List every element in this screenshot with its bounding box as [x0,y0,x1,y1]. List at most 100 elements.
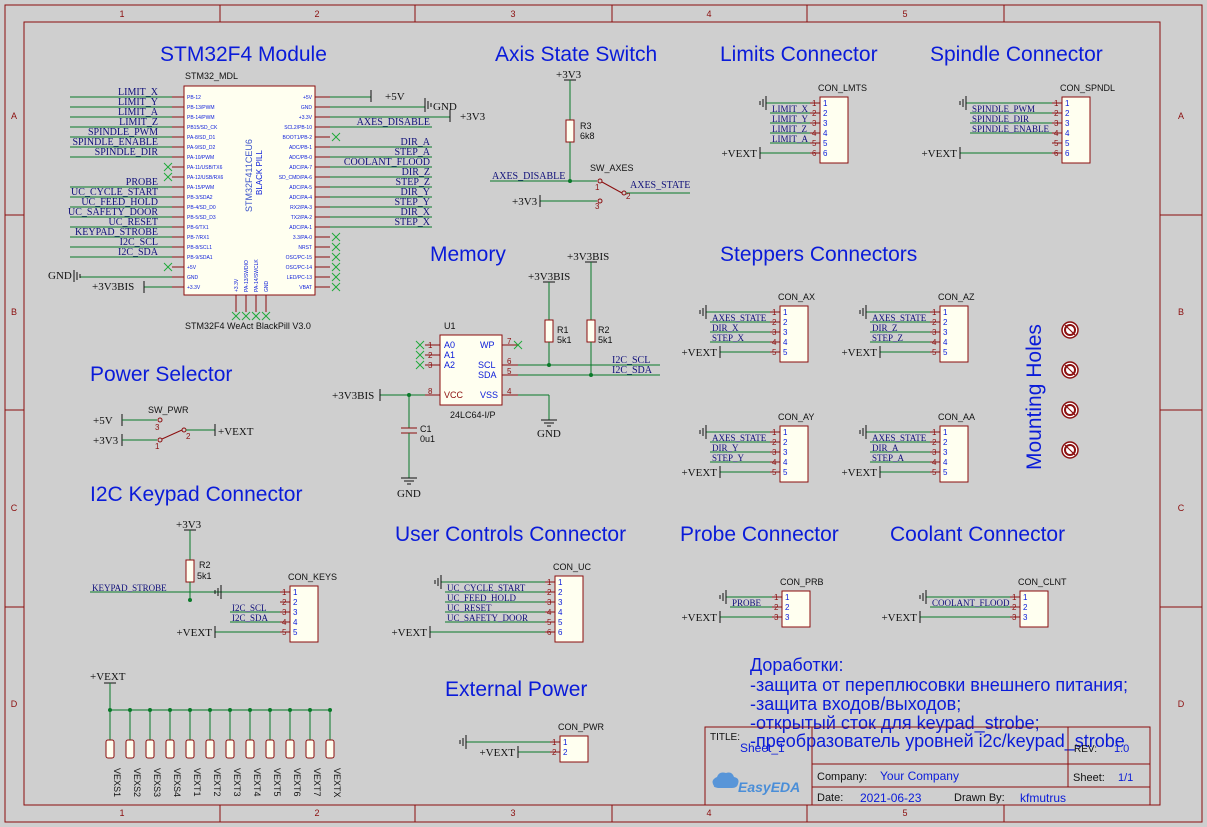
stm32-module[interactable]: STM32_MDL STM32F4 WeAct BlackPill V3.0 S… [48,71,486,331]
pin-name: PA-10/PWM [187,155,214,161]
power-label: GND [537,428,561,440]
pin-name: 4 [783,458,788,467]
stm32-left-pins: PB-12PB-13/PWMPB-14/PWMPB15/SD_CKPA-8/SD… [172,95,224,291]
mounting-hole-icon [1061,361,1079,379]
net-label: STEP_X [394,217,430,228]
pin-number: 3 [428,361,433,370]
pin-name: 2 [1065,109,1070,118]
row-label: D [1178,699,1185,709]
jumper: VEXT5 [265,708,282,797]
net-label: I2C_SDA [232,613,269,623]
pin-name: ADC/PA-5 [289,185,312,191]
net-label: SPINDLE_DIR [95,147,159,158]
pin-number: 1 [155,442,160,451]
pin-name: ADC/PA-4 [289,195,312,201]
pin-name: 2 [785,603,790,612]
note-line: -преобразователь уровней i2c/keypad_stro… [750,731,1125,752]
sheet-label: Sheet: [1073,772,1105,784]
pin-number: 1 [932,308,937,317]
pin-name: 5 [293,628,298,637]
pin-number: 2 [932,438,937,447]
pin-name: 2 [293,598,298,607]
memory-eeprom[interactable]: U1 24LC64-I/P A0 A1 A2 WP SCL SDA VSS VC… [332,251,660,500]
pin-number: 2 [547,588,552,597]
power-label: +VEXT [479,747,515,759]
jumper-label: VEXS1 [112,768,122,797]
pin-number: 3 [595,202,600,211]
pin-name: LED/PC-13 [287,275,313,281]
pin-name: OSC/PC-14 [286,265,313,271]
power-selector-switch[interactable]: +5V +3V3 +VEXT SW_PWR 3 1 2 [93,405,254,451]
pin-number: 5 [547,618,552,627]
section-title-memory: Memory [430,243,506,266]
jumper-label: VEXT4 [252,768,262,797]
pin-number: 1 [547,578,552,587]
pin-number: 2 [812,109,817,118]
stm32-left-nets: LIMIT_XLIMIT_YLIMIT_ALIMIT_ZSPINDLE_PWMS… [68,87,173,288]
pin-name: 6 [558,628,563,637]
pin-name: WP [480,340,495,350]
power-label: +5V [385,91,405,103]
pin-name: BOOT1/PB-2 [283,135,313,141]
jumper: VEXT7 [305,708,322,797]
pin-name: PB-13/PWM [187,105,215,111]
section-title-power-selector: Power Selector [90,363,232,386]
pin-name: 2 [558,588,563,597]
power-label: +VEXT [881,612,917,624]
pin-name: PB15/SD_CK [187,125,218,131]
pin-number: 7 [507,337,512,346]
section-title-mounting-holes: Mounting Holes [1023,324,1046,470]
notes-block: Доработки: -защита от переплюсовки внешн… [750,655,1128,752]
pin-number: 5 [932,468,937,477]
net-label: UC_FEED_HOLD [447,593,516,603]
component-ref: R3 [580,121,592,131]
pin-name: 4 [823,129,828,138]
pin-name: 2 [783,318,788,327]
pin-name: VBAT [299,285,312,291]
pin-name: PB-14/PWM [187,115,215,121]
pin-name: 1 [558,578,563,587]
net-label: I2C_SCL [612,355,650,366]
power-label: GND [397,488,421,500]
component-name: STM32F4 WeAct BlackPill V3.0 [185,321,311,331]
pin-number: 3 [774,613,779,622]
pin-name: 1 [1065,99,1070,108]
pin-name: 3 [293,608,298,617]
pin-name: 1 [785,593,790,602]
i2c-keypad-pullup[interactable]: +3V3 R2 5k1 [176,519,212,602]
pin-name: 4 [783,338,788,347]
mounting-hole-icon [1061,441,1079,459]
pin-name: 4 [293,618,298,627]
stm32-right-nets: AXES_DISABLEDIR_ASTEP_ACOOLANT_FLOODDIR_… [330,96,450,292]
pin-name: 5 [943,348,948,357]
axis-state-switch[interactable]: +3V3 R3 6k8 SW_AXES AXES_DISABLE AXES_ST… [490,69,690,211]
pin-number: 3 [812,119,817,128]
pin-name: +5V [187,265,197,271]
pin-number: 1 [932,428,937,437]
company-label: Company: [817,771,867,783]
net-label: DIR_A [872,443,899,453]
component-ref: CON_KEYS [288,572,337,582]
net-label: STEP_Y [712,453,745,463]
pin-number: 5 [772,348,777,357]
net-label: STEP_A [394,147,430,158]
component-ref: CON_PRB [780,577,824,587]
component-ref: U1 [444,321,456,331]
jumper-label: VEXT5 [272,768,282,797]
mounting-hole-icon [1061,401,1079,419]
jumper: VEXT1 [185,708,202,797]
component-ref: CON_SPNDL [1060,83,1115,93]
